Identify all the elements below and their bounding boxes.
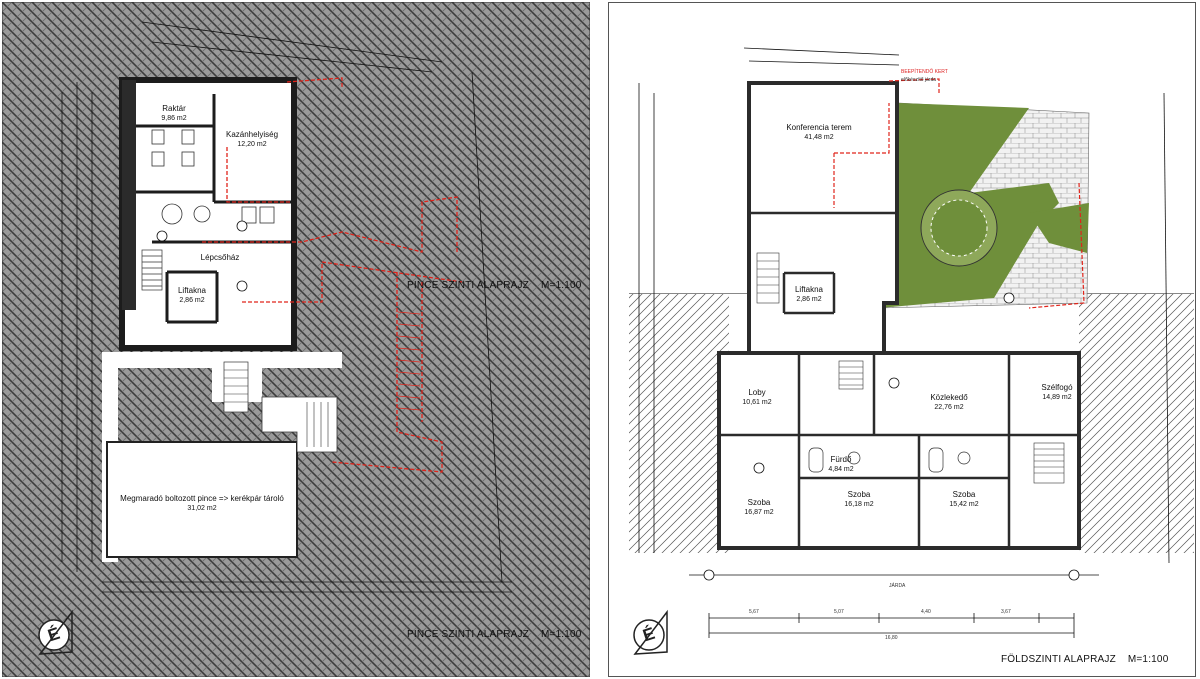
room-area: 31,02 m2 [187, 505, 217, 512]
room-label: Liftakna 2,86 m2 [795, 285, 823, 305]
room-label: Szoba 16,18 m2 [844, 490, 873, 510]
room-name: Megmaradó boltozott pince => kerékpár tá… [120, 494, 284, 503]
room-label: Kazánhelyiség 12,20 m2 [226, 130, 278, 150]
plan-title: PINCE SZINTI ALAPRAJZ M=1:100 [407, 629, 582, 640]
dimension-label: 5,67 [749, 609, 759, 615]
ground-floor-plan-drawing [629, 47, 1194, 655]
overlay-scale-text: M=1:100 [540, 280, 582, 291]
room-name: Szoba [747, 498, 771, 507]
walkway-note: előkészítő járda [901, 77, 937, 83]
room-name: Szoba [952, 490, 976, 499]
room-label: Szoba 16,87 m2 [744, 498, 773, 518]
room-name: Lépcsőház [200, 253, 240, 262]
room-name: Közlekedő [930, 393, 968, 402]
room-label: Szoba 15,42 m2 [949, 490, 978, 510]
red-annotation: BEEPÍTENDŐ KERT [901, 69, 948, 75]
room-name: Liftakna [794, 285, 824, 294]
dimension-label: 5,07 [834, 609, 844, 615]
room-label: Liftakna 2,86 m2 [178, 286, 206, 306]
room-label: Szélfogó 14,89 m2 [1041, 383, 1072, 403]
room-area: 16,18 m2 [844, 501, 874, 508]
room-name: Raktár [162, 104, 186, 113]
room-name: Loby [748, 388, 766, 397]
ground-floor-plan-panel: É BEEPÍTENDŐ KERT előkészítő járda JÁRDA… [608, 2, 1196, 677]
room-area: 41,48 m2 [804, 134, 834, 141]
north-arrow-ground [633, 609, 668, 655]
room-name: Kazánhelyiség [225, 130, 279, 139]
room-area: 15,42 m2 [949, 501, 979, 508]
overlay-title-text: PINCE SZINTI ALAPRAJZ [407, 280, 530, 291]
plan-title-text: FÖLDSZINTI ALAPRAJZ [1001, 654, 1116, 665]
overlay-plan-title: PINCE SZINTI ALAPRAJZ M=1:100 [407, 280, 582, 291]
room-name: Liftakna [177, 286, 207, 295]
plan-title: FÖLDSZINTI ALAPRAJZ M=1:100 [1001, 654, 1168, 665]
room-area: 2,86 m2 [796, 296, 822, 303]
room-area: 22,76 m2 [934, 404, 964, 411]
plan-scale-text: M=1:100 [1127, 654, 1169, 665]
plan-scale-text: M=1:100 [540, 629, 582, 640]
room-label: Fürdő 4,84 m2 [828, 455, 853, 475]
room-label: Közlekedő 22,76 m2 [930, 393, 967, 413]
dimension-label: 3,67 [1001, 609, 1011, 615]
room-area: 12,20 m2 [237, 141, 267, 148]
north-arrow-basement [38, 609, 73, 655]
room-name: Szélfogó [1041, 383, 1073, 392]
room-label: Lépcsőház [201, 253, 240, 263]
dimension-label: 16,80 [885, 635, 898, 641]
room-label: Megmaradó boltozott pince => kerékpár tá… [120, 494, 284, 514]
room-name: Szoba [847, 490, 871, 499]
room-area: 4,84 m2 [828, 466, 854, 473]
room-name: Konferencia terem [786, 123, 852, 132]
plan-title-text: PINCE SZINTI ALAPRAJZ [407, 629, 530, 640]
street-label: JÁRDA [889, 583, 906, 589]
room-label: Raktár 9,86 m2 [161, 104, 186, 124]
room-label: Loby 10,61 m2 [742, 388, 771, 408]
room-area: 14,89 m2 [1042, 394, 1072, 401]
room-label: Konferencia terem 41,48 m2 [786, 123, 851, 143]
basement-plan-panel: É Raktár 9,86 m2 Kazánhelyiség 12,20 m2 … [2, 2, 590, 677]
room-area: 2,86 m2 [179, 297, 205, 304]
room-area: 10,61 m2 [742, 399, 772, 406]
room-name: Fürdő [830, 455, 852, 464]
dimension-label: 4,40 [921, 609, 931, 615]
basement-plan-drawing [2, 2, 590, 677]
room-area: 16,87 m2 [744, 509, 774, 516]
room-area: 9,86 m2 [161, 115, 187, 122]
